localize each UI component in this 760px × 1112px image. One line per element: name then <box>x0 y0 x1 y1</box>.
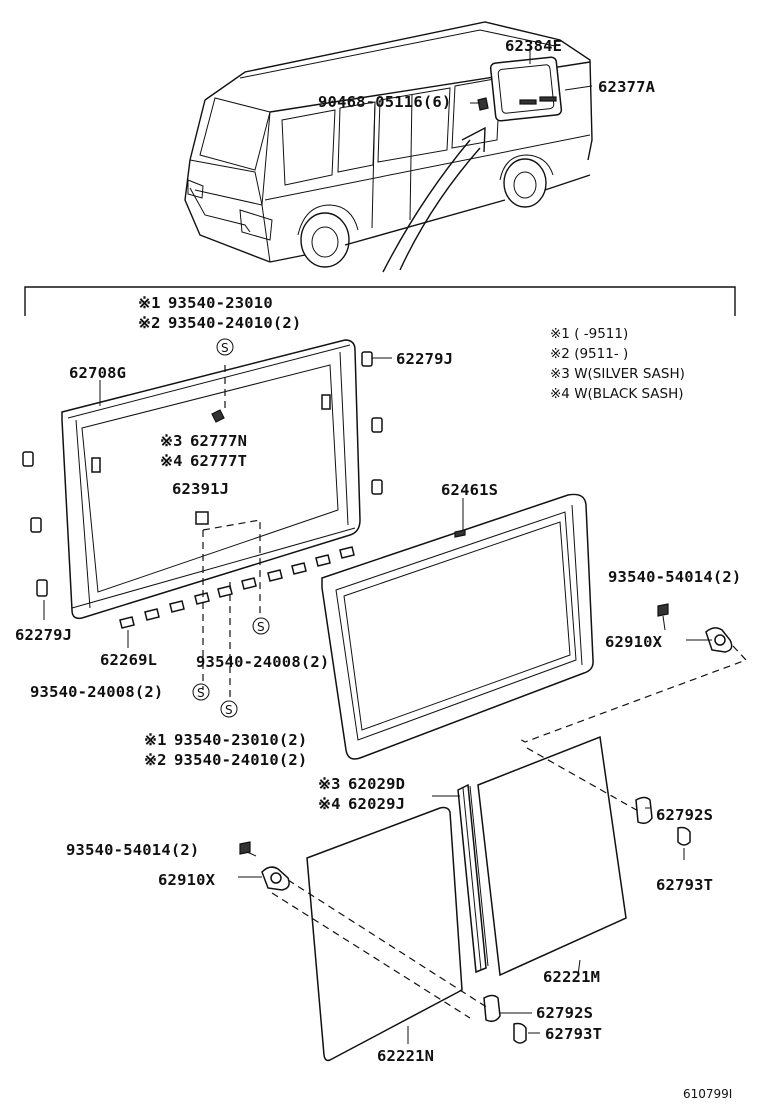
group-bracket <box>24 286 736 316</box>
label-93540-24008-b: 93540-24008(2) <box>30 683 163 701</box>
label-62793t-right: 62793T <box>656 876 713 894</box>
label-62221m: 62221M <box>543 968 600 986</box>
label-62377a: 62377A <box>598 78 656 96</box>
label-62269l: 62269L <box>100 651 157 669</box>
label-90468-05116: 90468-05116(6) <box>318 93 451 111</box>
label-93540-54014-left: 93540-54014(2) <box>66 841 199 859</box>
label-62777n: 62777N <box>190 432 247 450</box>
legend-3: ※3 W(SILVER SASH) <box>550 366 685 382</box>
legend-2: ※2 (9511- ) <box>550 346 628 362</box>
mark-2-top: ※2 <box>138 314 161 332</box>
label-62029d: 62029D <box>348 775 405 793</box>
label-62279j-top: 62279J <box>396 350 453 368</box>
label-62910x-left: 62910X <box>158 871 216 889</box>
label-62029j: 62029J <box>348 795 405 813</box>
mark-3-b: ※3 <box>318 775 341 793</box>
leader-lines <box>43 46 712 1044</box>
rubber-blocks-62279j <box>22 351 383 597</box>
label-62910x-right: 62910X <box>605 633 663 651</box>
mark-4-a: ※4 <box>160 452 183 470</box>
mark-4-b: ※4 <box>318 795 341 813</box>
label-62391j: 62391J <box>172 480 229 498</box>
label-62777t: 62777T <box>190 452 247 470</box>
glass-panels <box>306 735 627 1062</box>
label-62221n: 62221N <box>377 1047 434 1065</box>
mark-3-a: ※3 <box>160 432 183 450</box>
label-62461s: 62461S <box>441 481 498 499</box>
label-93540-23010-top: 93540-23010 <box>168 294 273 312</box>
label-62708g: 62708G <box>69 364 126 382</box>
legend-1: ※1 ( -9511) <box>550 326 628 342</box>
van-illustration <box>184 21 593 273</box>
legend-4: ※4 W(BLACK SASH) <box>550 386 684 402</box>
s-symbol: S <box>225 703 233 717</box>
s-symbol: S <box>197 686 205 700</box>
label-62792s-right: 62792S <box>656 806 713 824</box>
mark-1-top: ※1 <box>138 294 161 312</box>
label-93540-24010-bot: 93540-24010(2) <box>174 751 307 769</box>
s-symbol: S <box>257 620 265 634</box>
mark-1-bot: ※1 <box>144 731 167 749</box>
label-62384e: 62384E <box>505 37 562 55</box>
sash-62461s <box>321 493 594 760</box>
label-93540-24010-top: 93540-24010(2) <box>168 314 301 332</box>
mark-2-bot: ※2 <box>144 751 167 769</box>
clips-and-screws <box>239 603 733 1044</box>
label-93540-54014-right: 93540-54014(2) <box>608 568 741 586</box>
frame-62708g <box>61 339 361 629</box>
s-symbol: S <box>221 341 229 355</box>
figure-code: 610799I <box>683 1087 732 1101</box>
label-62279j-left: 62279J <box>15 626 72 644</box>
label-93540-24008-a: 93540-24008(2) <box>196 653 329 671</box>
label-62793t-bot: 62793T <box>545 1025 602 1043</box>
screw-symbols: S S S S <box>192 338 270 718</box>
label-62792s-bot: 62792S <box>536 1004 593 1022</box>
label-93540-23010-bot: 93540-23010(2) <box>174 731 307 749</box>
